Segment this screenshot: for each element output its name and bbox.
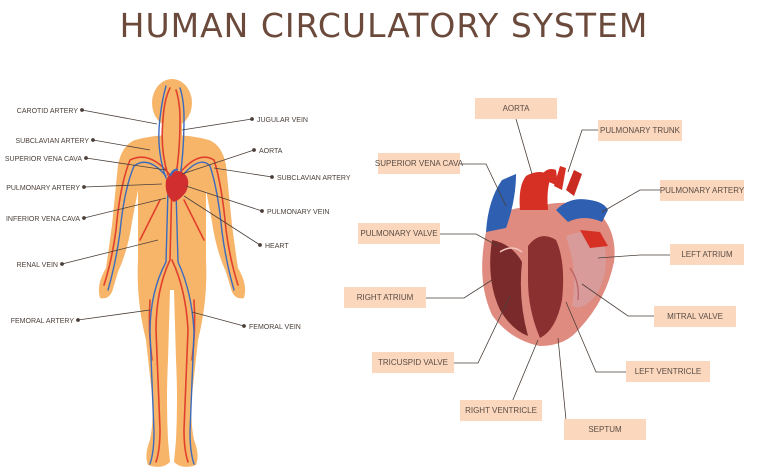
heart-label-boxes	[344, 98, 744, 440]
label-femoral-artery: FEMORAL ARTERY	[11, 318, 75, 325]
label-mitral-valve: MITRAL VALVE	[667, 312, 723, 321]
heart-leader-lines	[426, 118, 670, 421]
label-left-ventricle: LEFT VENTRICLE	[635, 367, 702, 376]
label-subclavian-artery-left: SUBCLAVIAN ARTERY	[15, 138, 89, 145]
label-heart: HEART	[265, 243, 289, 250]
label-pulmonary-vein: PULMONARY VEIN	[267, 209, 329, 216]
label-pulmonary-trunk: PULMONARY TRUNK	[600, 126, 681, 135]
label-septum: SEPTUM	[588, 425, 622, 434]
label-inferior-vena-cava: INFERIOR VENA CAVA	[6, 216, 80, 223]
label-superior-vena-cava-body: SUPERIOR VENA CAVA	[5, 156, 82, 163]
label-pulmonary-artery-heart: PULMONARY ARTERY	[660, 186, 745, 195]
label-aorta-heart: AORTA	[503, 104, 530, 113]
heart-illustration	[482, 166, 615, 346]
label-pulmonary-valve: PULMONARY VALVE	[360, 229, 437, 238]
label-carotid-artery: CAROTID ARTERY	[17, 108, 79, 115]
label-right-ventricle: RIGHT VENTRICLE	[465, 406, 537, 415]
label-femoral-vein: FEMORAL VEIN	[249, 324, 301, 331]
label-aorta-body: AORTA	[259, 148, 283, 155]
human-body-figure	[98, 79, 246, 467]
veins	[107, 85, 235, 465]
label-jugular-vein: JUGULAR VEIN	[257, 117, 308, 124]
body-leader-lines	[60, 108, 274, 328]
label-superior-vena-cava-heart: SUPERIOR VENA CAVA	[375, 159, 464, 168]
page-title: HUMAN CIRCULATORY SYSTEM	[119, 6, 649, 45]
label-subclavian-artery-right: SUBCLAVIAN ARTERY	[277, 175, 351, 182]
label-pulmonary-artery-body: PULMONARY ARTERY	[6, 185, 80, 192]
label-tricuspid-valve: TRICUSPID VALVE	[378, 358, 448, 367]
body-heart	[165, 168, 189, 202]
label-left-atrium: LEFT ATRIUM	[681, 250, 733, 259]
label-renal-vein: RENAL VEIN	[17, 262, 58, 269]
label-right-atrium: RIGHT ATRIUM	[357, 293, 414, 302]
